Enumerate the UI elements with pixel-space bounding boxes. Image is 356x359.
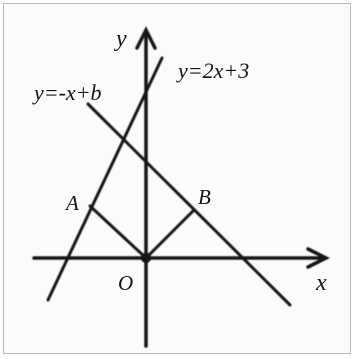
segment-OA — [88, 204, 148, 260]
x-axis-arrowhead — [306, 247, 330, 269]
origin-point — [141, 253, 151, 263]
line-label-2x-plus-3: y=2x+3 — [176, 58, 249, 83]
x-axis-label: x — [315, 270, 327, 296]
origin-label: O — [118, 271, 133, 295]
point-label-A: A — [64, 191, 79, 215]
y-axis-arrowhead — [135, 26, 157, 50]
y-axis-label: y — [114, 26, 127, 52]
line-label-neg-x-plus-b: y=-x+b — [32, 80, 102, 105]
segment-OB — [144, 208, 196, 260]
line-y-equals-neg-x-plus-b — [86, 102, 292, 307]
figure-frame — [3, 3, 351, 354]
point-label-B: B — [198, 185, 211, 209]
line-y-equals-2x-plus-3 — [46, 56, 164, 302]
